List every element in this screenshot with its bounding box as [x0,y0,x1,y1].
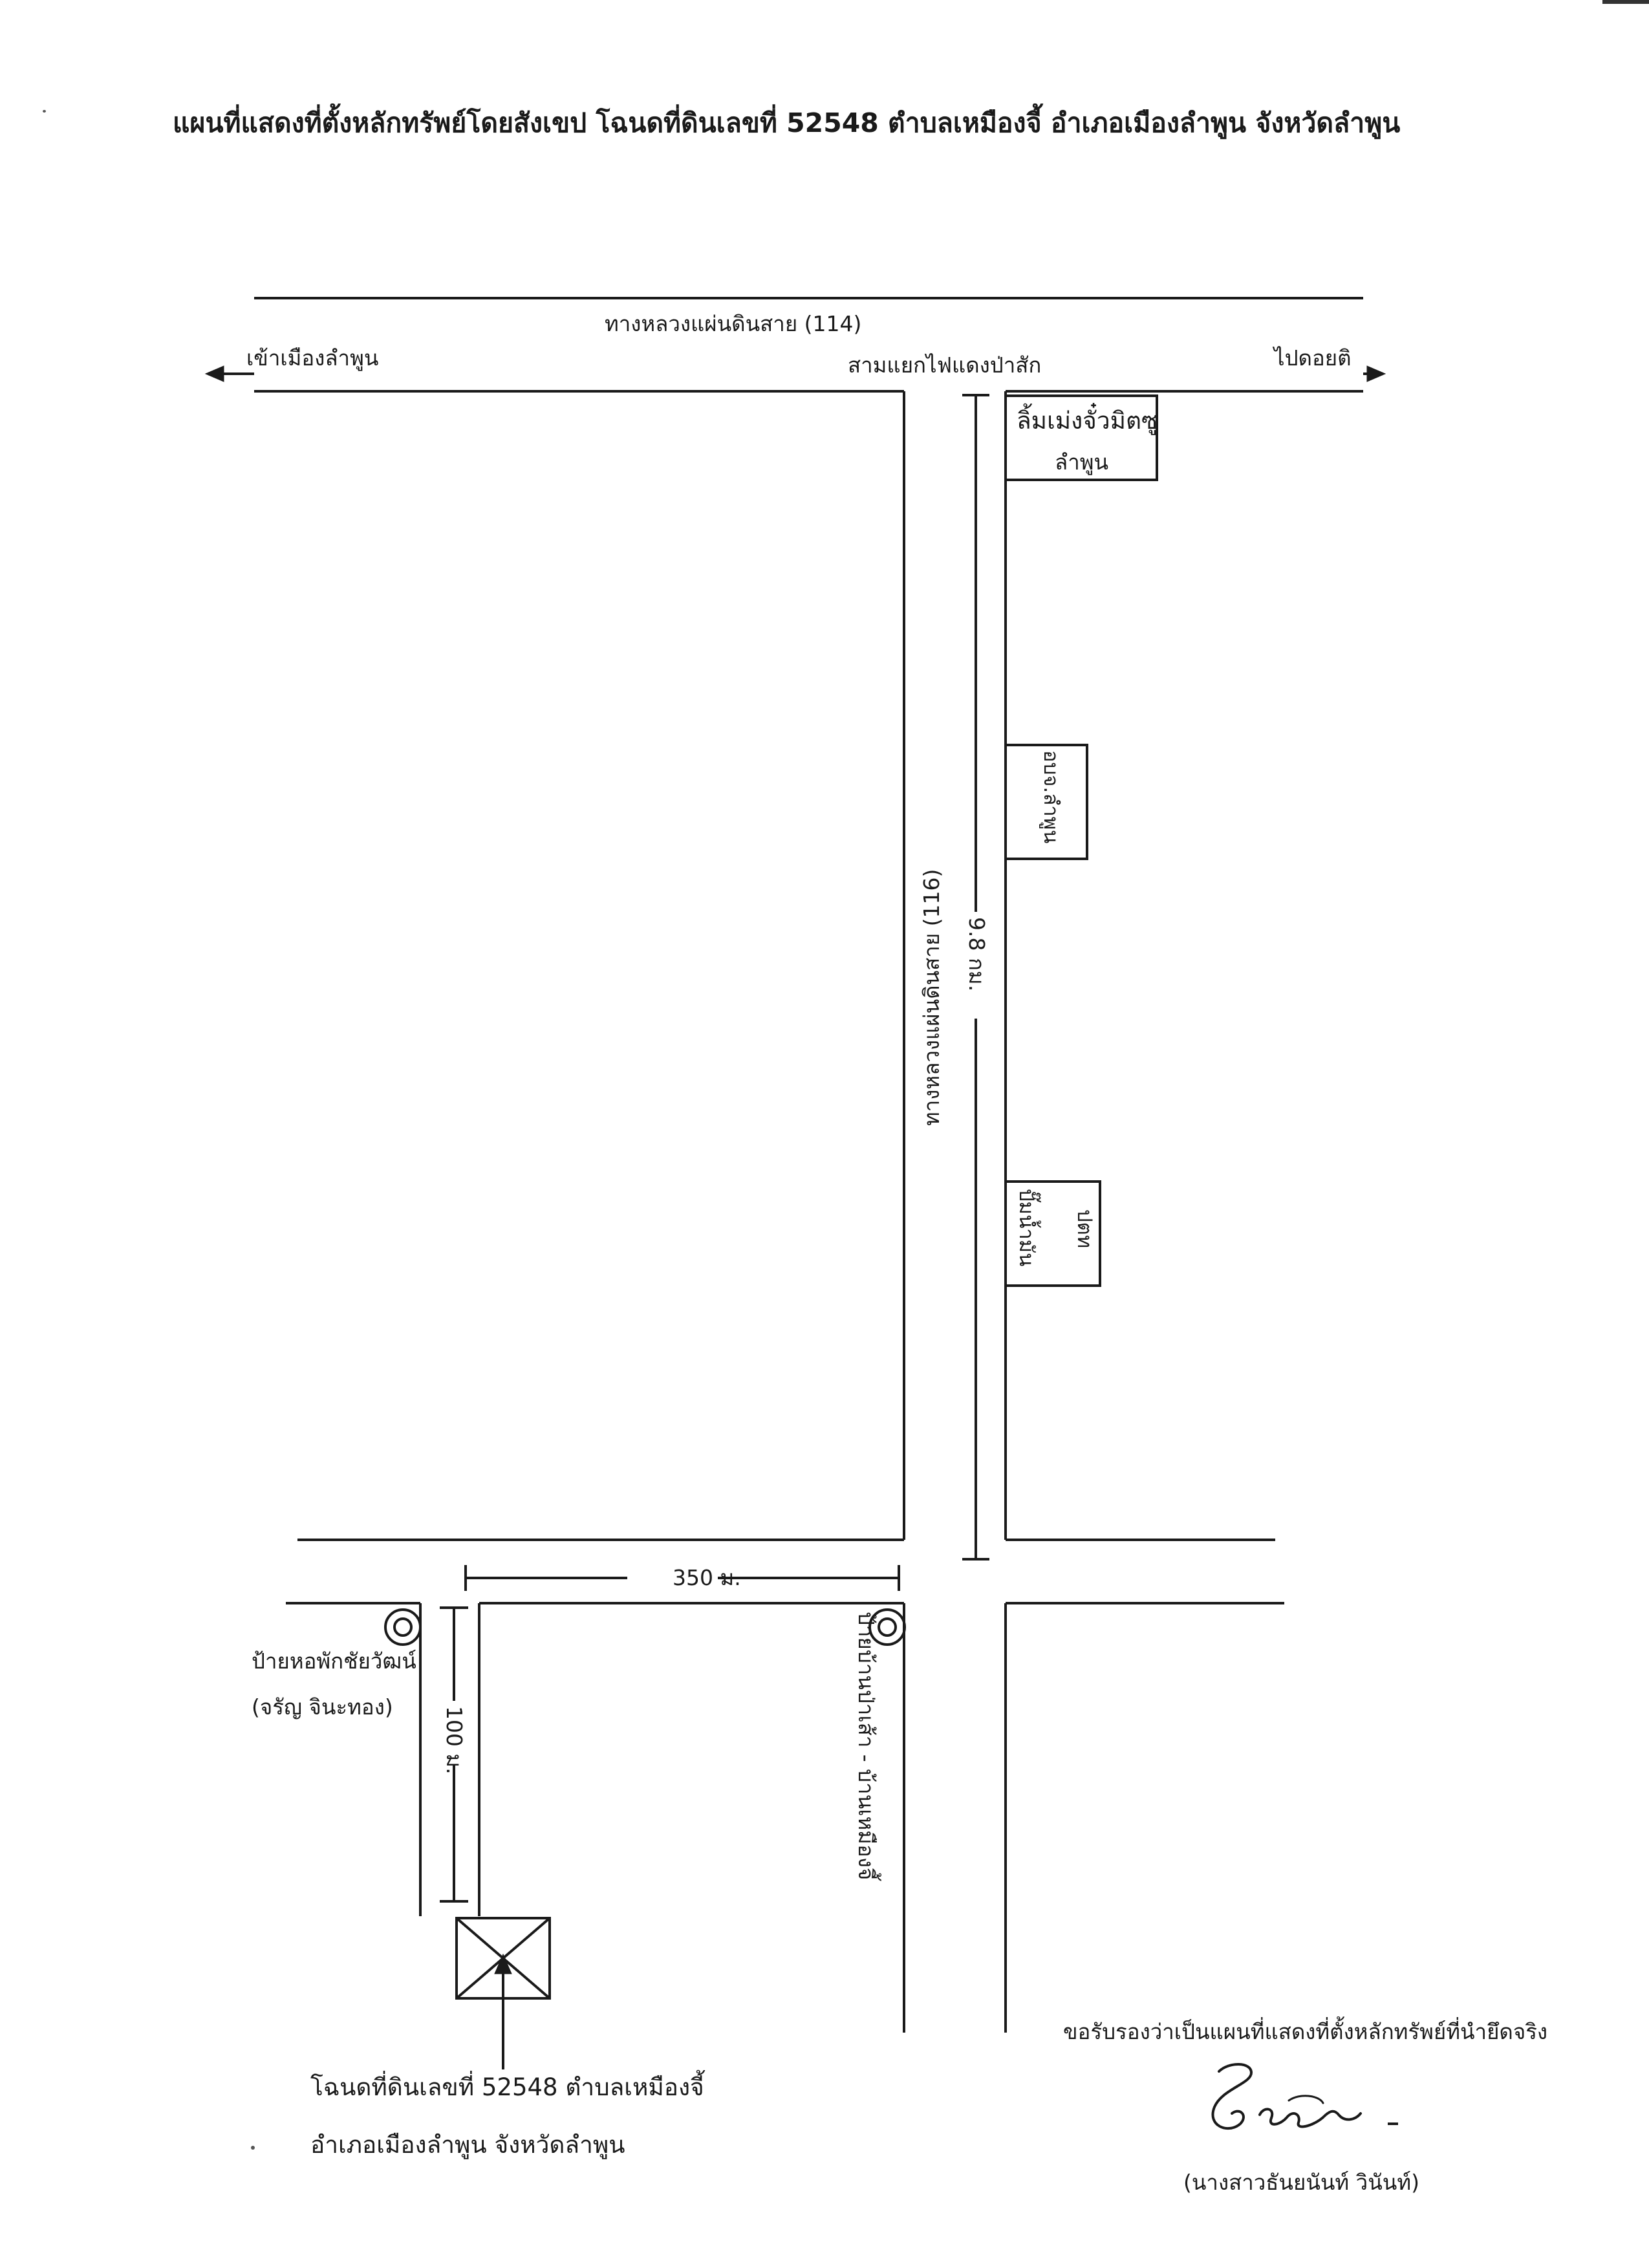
highway-distance-label: 9.8 กม. [964,917,989,992]
property-caption-line2: อำเภอเมืองลำพูน จังหวัดลำพูน [310,2131,625,2159]
highway-114-label: ทางหลวงแผ่นดินสาย (114) [605,311,862,336]
map-title: แผนที่แสดงที่ตั้งหลักทรัพย์โดยสังเขป โฉน… [173,107,1401,138]
local-road-label: ป้ายบ้านป่าเส้า - บ้านเหมืองจี้ [854,1612,879,1881]
to-lamphun-label: เข้าเมืองลำพูน [246,345,379,371]
dormitory-sign-label: ป้ายหอพักชัยวัฒน์ [252,1648,416,1674]
certification-statement: ขอรับรองว่าเป็นแผนที่แสดงที่ตั้งหลักทรัพ… [1063,2019,1548,2044]
lane-distance-label: 100 ม. [442,1706,467,1775]
scan-speck [251,2146,255,2150]
circle-marker-icon [868,1608,906,1646]
gas-station-label-line1: ปั๊มน้ำมัน [1015,1189,1038,1267]
circle-marker-icon [384,1608,422,1646]
property-caption-line1: โฉนดที่ดินเลขที่ 52548 ตำบลเหมืองจี้ [310,2073,704,2101]
highway-116-label: ทางหลวงแผ่นดินสาย (116) [919,869,944,1126]
to-doi-ti-label: ไปดอยติ [1274,345,1352,371]
arrow-icon [494,1953,512,2069]
scan-speck [43,110,46,113]
limmeng-label-line1: ลิ้มเม่งจั๋วมิตซู [1017,407,1158,435]
gas-station-box [1004,1180,1101,1287]
gas-station-label-line2: ปตท [1073,1209,1096,1249]
scan-edge-mark [1602,0,1649,4]
provincial-office-label: อบจ.ลำพูน [1039,750,1062,844]
provincial-office-box [1004,744,1088,860]
signature-drawing [1211,2063,1398,2130]
junction-label: สามแยกไฟแดงป่าสัก [848,352,1042,378]
arrow-icon [1363,365,1386,382]
cross-distance-label: 350 ม. [673,1565,741,1590]
arrow-icon [204,365,254,382]
limmeng-label-line2: ลำพูน [1055,449,1109,475]
limmeng-box [1004,394,1158,481]
signer-name: (นางสาวธันยนันท์ วินันท์) [1183,2170,1419,2195]
dormitory-sign-owner: (จรัญ จินะทอง) [252,1694,393,1720]
